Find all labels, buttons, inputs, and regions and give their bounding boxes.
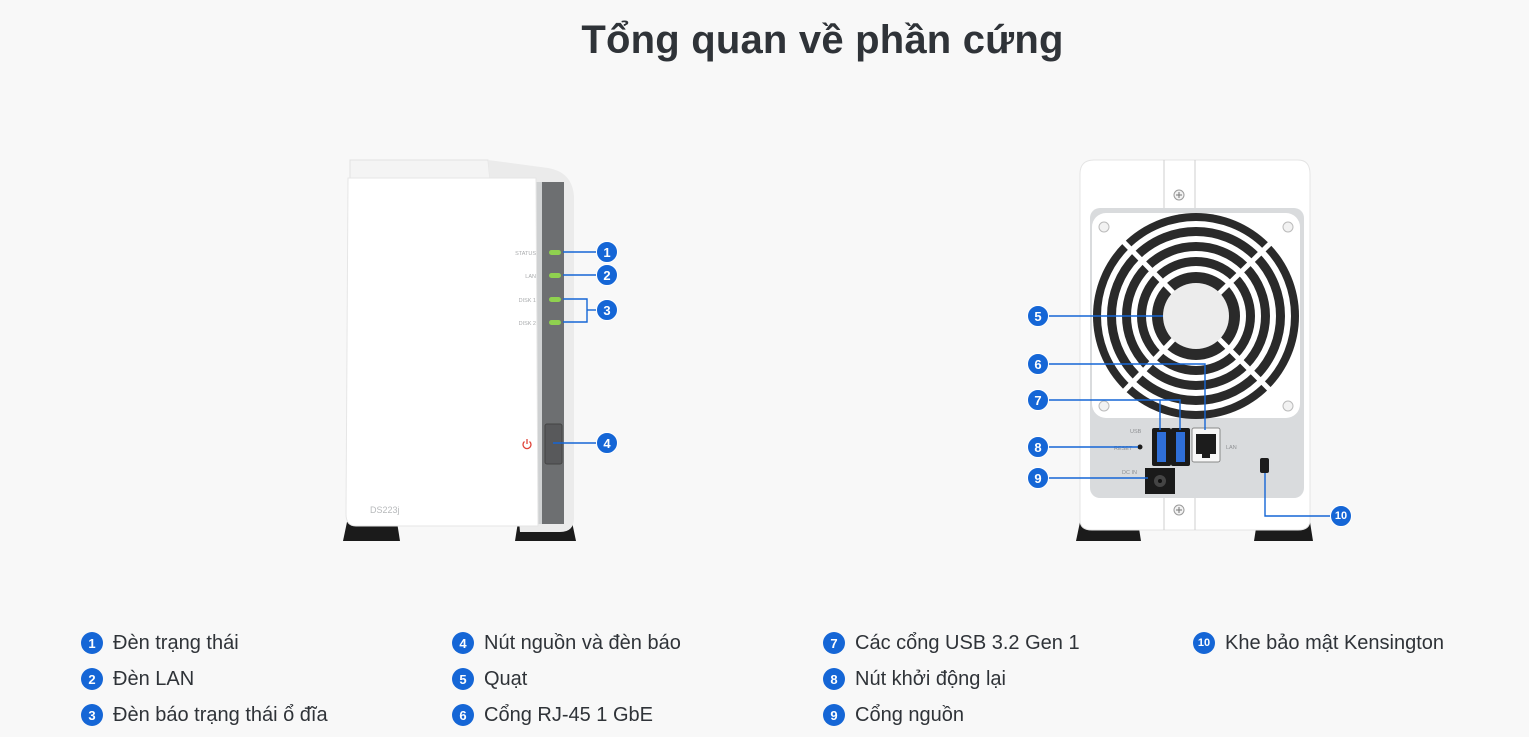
- legend-badge-9: 9: [823, 704, 845, 726]
- legend-item-8: 8 Nút khởi động lại: [823, 667, 1006, 691]
- legend-item-1: 1 Đèn trạng thái: [81, 631, 239, 655]
- kensington-slot: [1260, 458, 1269, 473]
- legend-badge-7: 7: [823, 632, 845, 654]
- legend-item-10: 10 Khe bảo mật Kensington: [1193, 631, 1444, 655]
- usb-label: USB: [1130, 429, 1142, 435]
- legend-item-2: 2 Đèn LAN: [81, 667, 194, 691]
- page-title: Tổng quan về phần cứng: [581, 18, 1064, 62]
- callout-badge-3: 3: [596, 299, 618, 321]
- legend-text-9: Cổng nguồn: [855, 703, 964, 726]
- front-view: STATUS LAN DISK 1 DISK 2 DS223j: [343, 159, 596, 541]
- legend-badge-4: 4: [452, 632, 474, 654]
- legend-text-7: Các cổng USB 3.2 Gen 1: [855, 631, 1080, 654]
- legend-badge-5: 5: [452, 668, 474, 690]
- dc-in-port: [1145, 468, 1175, 494]
- callout-badge-2: 2: [596, 264, 618, 286]
- legend-item-6: 6 Cổng RJ-45 1 GbE: [452, 703, 653, 727]
- led-label-disk1: DISK 1: [519, 298, 536, 304]
- rj45-port: [1191, 427, 1221, 463]
- screw-bottom-icon: [1173, 504, 1185, 516]
- model-label: DS223j: [370, 505, 400, 515]
- callout-badge-4: 4: [596, 432, 618, 454]
- usb-port-1: [1152, 428, 1171, 466]
- back-view: USB RESET DC IN LAN: [1048, 159, 1330, 541]
- led-label-lan: LAN: [525, 274, 536, 280]
- reset-label: RESET: [1114, 446, 1133, 452]
- screw-top-icon: [1173, 189, 1185, 201]
- legend-text-8: Nút khởi động lại: [855, 667, 1006, 690]
- power-icon: [522, 439, 532, 450]
- status-leds: [549, 250, 561, 325]
- front-foot-left: [343, 522, 400, 541]
- legend-text-10: Khe bảo mật Kensington: [1225, 631, 1445, 654]
- callout-badge-8: 8: [1027, 436, 1049, 458]
- led-lan: [549, 273, 561, 278]
- legend-item-5: 5 Quạt: [452, 667, 527, 691]
- led-label-disk2: DISK 2: [519, 321, 536, 327]
- legend-text-1: Đèn trạng thái: [113, 631, 239, 654]
- callout-badge-1: 1: [596, 241, 618, 263]
- usb-port-2: [1171, 428, 1190, 466]
- legend-badge-10: 10: [1193, 632, 1215, 654]
- callout-badge-10: 10: [1330, 505, 1352, 527]
- legend-text-2: Đèn LAN: [113, 667, 195, 690]
- fan-icon: [1092, 213, 1300, 419]
- led-status: [549, 250, 561, 255]
- legend-text-6: Cổng RJ-45 1 GbE: [484, 703, 653, 726]
- callout-badge-5: 5: [1027, 305, 1049, 327]
- legend-item-3: 3 Đèn báo trạng thái ổ đĩa: [81, 703, 328, 727]
- led-disk1: [549, 297, 561, 302]
- led-disk2: [549, 320, 561, 325]
- legend-item-9: 9 Cổng nguồn: [823, 703, 964, 727]
- callout-badge-6: 6: [1027, 353, 1049, 375]
- legend-text-3: Đèn báo trạng thái ổ đĩa: [113, 703, 328, 726]
- legend-item-7: 7 Các cổng USB 3.2 Gen 1: [823, 631, 1080, 655]
- callout-badge-9: 9: [1027, 467, 1049, 489]
- legend-badge-1: 1: [81, 632, 103, 654]
- lan-label: LAN: [1226, 445, 1237, 451]
- front-panel: [345, 177, 539, 527]
- reset-hole: [1137, 444, 1143, 450]
- legend-badge-2: 2: [81, 668, 103, 690]
- legend-badge-3: 3: [81, 704, 103, 726]
- legend-badge-6: 6: [452, 704, 474, 726]
- legend-text-5: Quạt: [484, 667, 528, 690]
- hardware-illustration: STATUS LAN DISK 1 DISK 2 DS223j: [343, 159, 1330, 541]
- front-trim: [540, 182, 564, 524]
- legend-badge-8: 8: [823, 668, 845, 690]
- power-button: [544, 423, 563, 465]
- legend-text-4: Nút nguồn và đèn báo: [484, 631, 681, 654]
- led-label-status: STATUS: [515, 251, 536, 257]
- callout-badge-7: 7: [1027, 389, 1049, 411]
- legend-item-4: 4 Nút nguồn và đèn báo: [452, 631, 681, 655]
- dc-in-label: DC IN: [1122, 470, 1137, 476]
